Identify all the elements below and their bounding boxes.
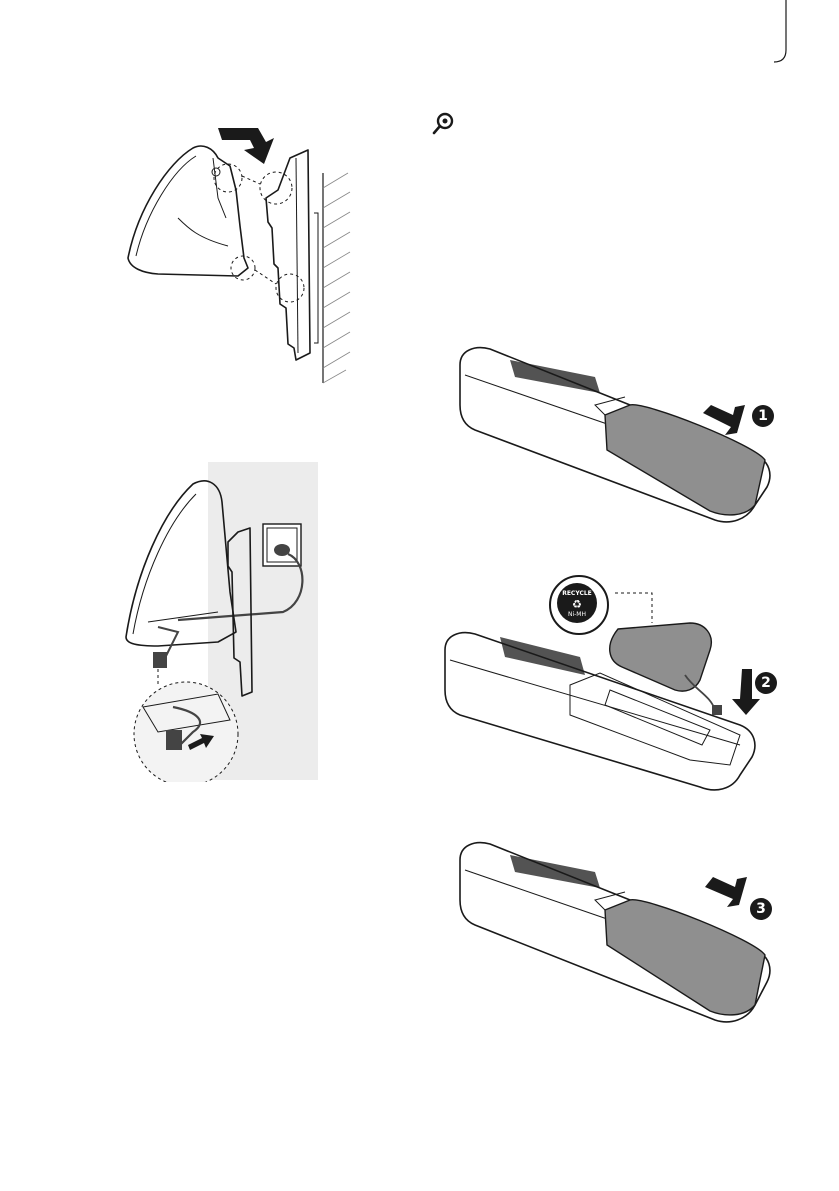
handset-step1-illustration bbox=[455, 335, 775, 530]
recycle-icon: ♻ bbox=[557, 599, 597, 610]
step-badge-2: 2 bbox=[755, 672, 777, 694]
cable-routing-illustration bbox=[118, 462, 328, 782]
recycle-seal: RECYCLE ♻ Ni-MH bbox=[549, 575, 609, 635]
wall-hatching bbox=[323, 173, 350, 383]
wall-mount-illustration bbox=[118, 118, 363, 388]
insert-arrow-icon bbox=[732, 669, 760, 715]
step-badge-1: 1 bbox=[752, 405, 774, 427]
step-badge-3: 3 bbox=[750, 898, 772, 920]
battery-type-label: Ni-MH bbox=[557, 610, 597, 619]
close-arrow-icon bbox=[705, 877, 747, 907]
handset-step3-illustration bbox=[455, 825, 775, 1030]
page-corner-line bbox=[0, 0, 839, 80]
note-icon bbox=[430, 110, 456, 136]
mount-arrow-icon bbox=[218, 128, 274, 164]
